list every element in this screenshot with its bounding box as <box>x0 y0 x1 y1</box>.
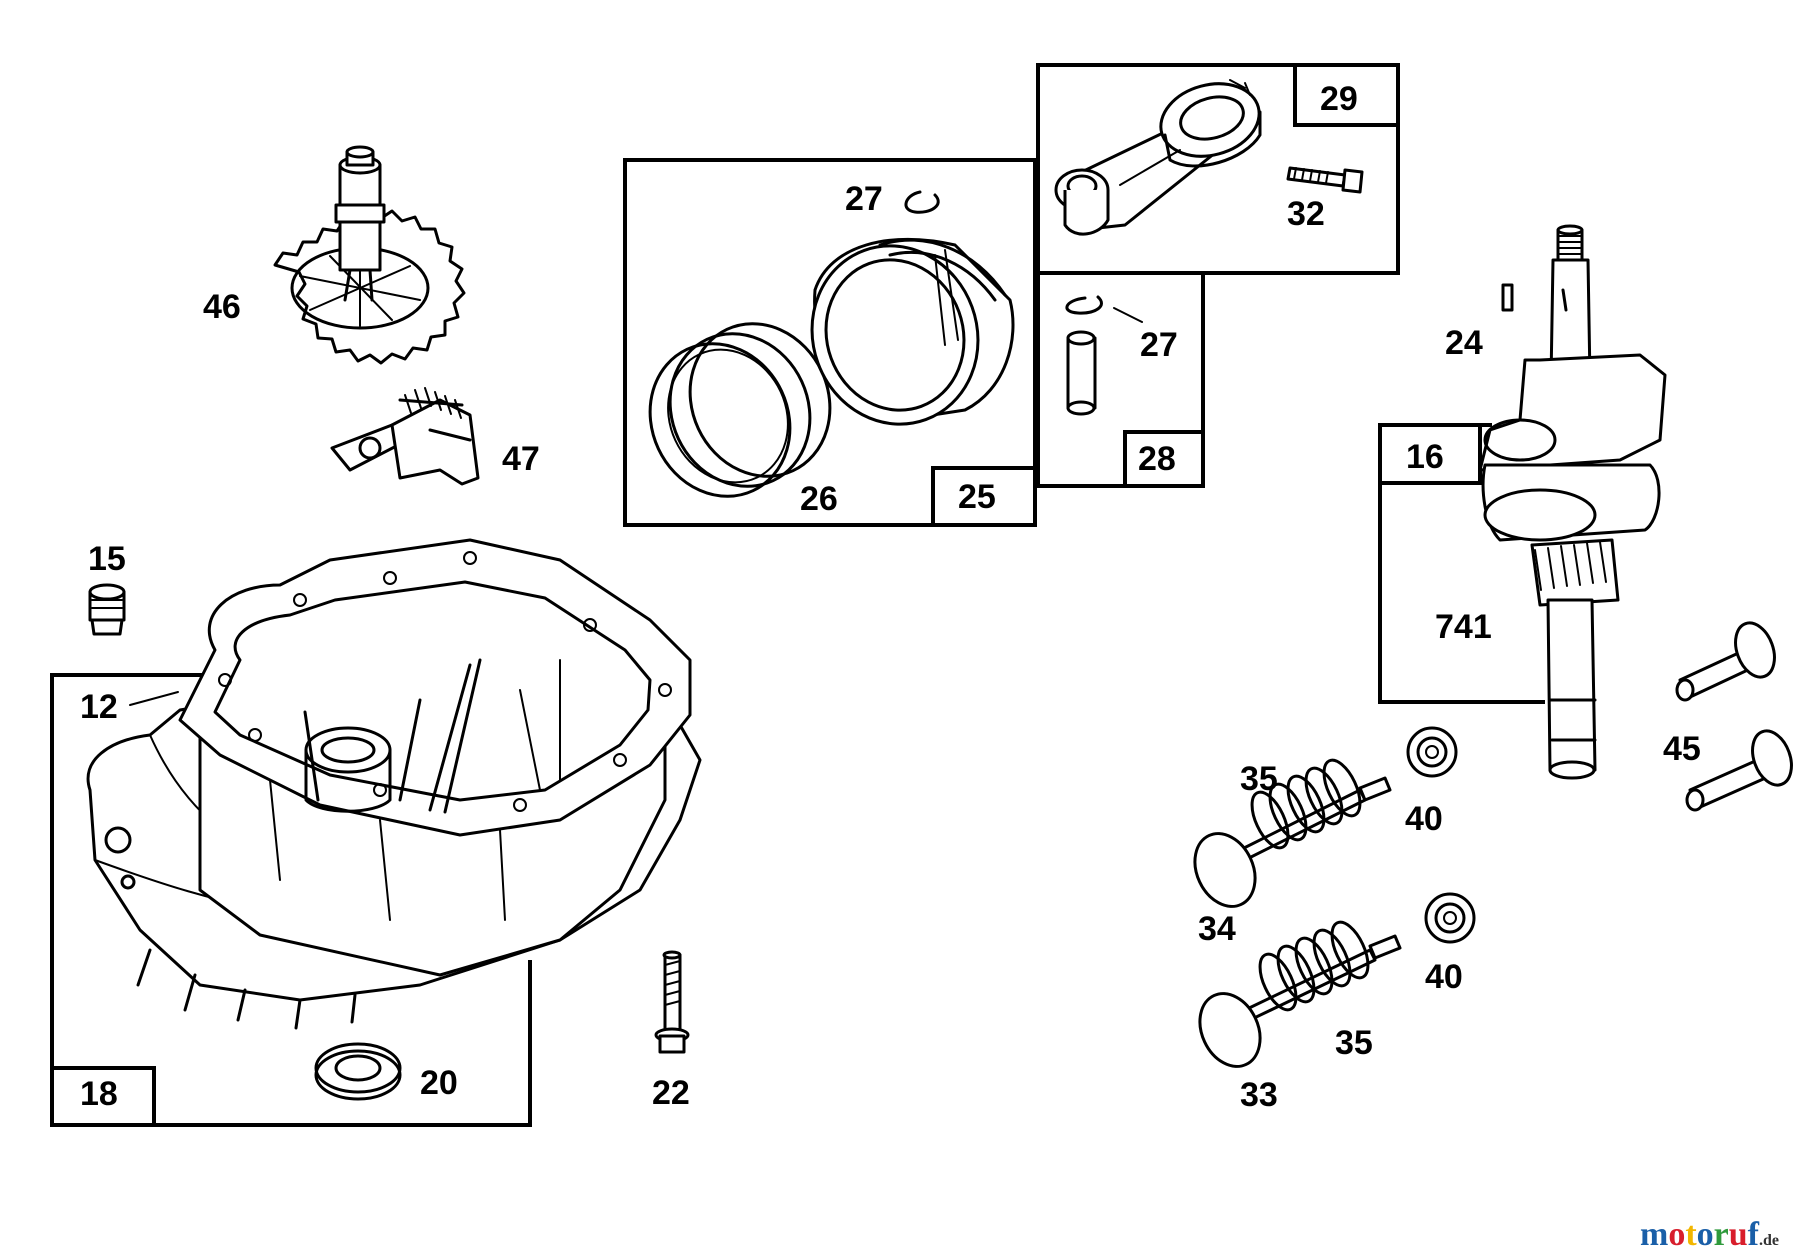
watermark-letter: m <box>1640 1216 1668 1253</box>
label-part-40-lower: 40 <box>1425 958 1463 996</box>
watermark-suffix: .de <box>1759 1232 1779 1249</box>
label-part-24: 24 <box>1445 324 1483 362</box>
leader-lines <box>129 691 179 706</box>
oil-seal <box>314 1042 402 1101</box>
box-28-tag <box>1123 430 1205 488</box>
valve-spring-upper <box>1250 758 1362 850</box>
label-part-45: 45 <box>1663 730 1701 768</box>
camshaft-gear <box>273 145 466 365</box>
label-part-18: 18 <box>80 1075 118 1113</box>
connecting-rod <box>1054 79 1262 236</box>
valve-retainer-lower <box>1424 892 1476 944</box>
label-part-20: 20 <box>420 1064 458 1102</box>
label-part-12: 12 <box>80 688 118 726</box>
label-part-32: 32 <box>1287 195 1325 233</box>
label-part-35-upper: 35 <box>1240 760 1278 798</box>
valve-tappet-upper <box>1675 621 1776 702</box>
label-part-28: 28 <box>1138 440 1176 478</box>
box-18-tag <box>50 1066 156 1127</box>
label-part-34: 34 <box>1198 910 1236 948</box>
watermark-letter: t <box>1685 1216 1697 1253</box>
watermark-letter: f <box>1748 1216 1760 1253</box>
oil-plug <box>88 583 126 636</box>
box-18-group <box>50 673 532 1127</box>
box-28-group <box>1036 271 1205 488</box>
box-25-group <box>623 158 1037 527</box>
label-part-26: 26 <box>800 480 838 518</box>
label-part-40-upper: 40 <box>1405 800 1443 838</box>
box-25-tag <box>931 466 1037 527</box>
box-29-tag <box>1293 63 1400 127</box>
piston-pin-clip-lower <box>1065 295 1143 323</box>
part-labels: 12 15 16 18 20 22 24 25 26 27 27 28 29 3… <box>80 80 1701 1114</box>
label-part-27-lower: 27 <box>1140 326 1178 364</box>
motoruf-watermark: motoruf.de <box>1640 1216 1779 1253</box>
box-16-tag <box>1378 423 1482 485</box>
piston-pin-clip-upper <box>904 190 940 214</box>
sump-bolt <box>654 950 690 1054</box>
rod-bolt <box>1286 166 1364 194</box>
governor-assembly <box>330 387 480 486</box>
label-part-27-upper: 27 <box>845 180 883 218</box>
label-part-25: 25 <box>958 478 996 516</box>
crank-key <box>1501 283 1514 312</box>
piston <box>810 237 1015 426</box>
crankshaft <box>1478 224 1667 780</box>
label-part-46: 46 <box>203 288 241 326</box>
piston-pin <box>1066 330 1097 416</box>
label-part-15: 15 <box>88 540 126 578</box>
label-part-29: 29 <box>1320 80 1358 118</box>
watermark-letter: u <box>1729 1216 1748 1253</box>
crankcase-sump <box>86 538 702 1030</box>
label-part-33: 33 <box>1240 1076 1278 1114</box>
label-part-35-lower: 35 <box>1335 1024 1373 1062</box>
label-part-47: 47 <box>502 440 540 478</box>
watermark-letter: r <box>1714 1216 1729 1253</box>
watermark-letter: o <box>1697 1216 1714 1253</box>
box-16-group <box>1378 423 1545 704</box>
valve-spring-lower <box>1258 920 1370 1012</box>
box-29-group <box>1036 63 1400 275</box>
label-part-22: 22 <box>652 1074 690 1112</box>
label-part-16: 16 <box>1406 438 1444 476</box>
valve-retainer-upper <box>1406 726 1458 778</box>
valve-tappet-lower <box>1685 729 1793 812</box>
watermark-letter: o <box>1668 1216 1685 1253</box>
svg-text:motoruf.de: motoruf.de <box>1640 1216 1779 1253</box>
label-part-741: 741 <box>1435 608 1492 646</box>
